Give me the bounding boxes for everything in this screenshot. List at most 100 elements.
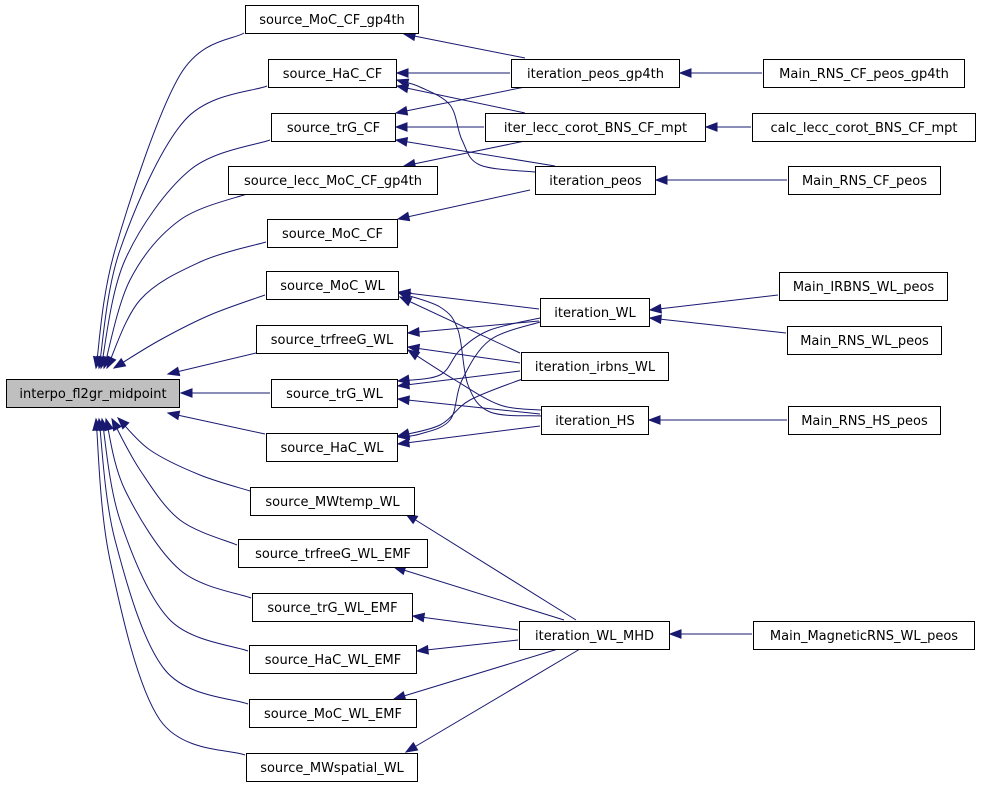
node-source_trG_CF[interactable]: source_trG_CF xyxy=(271,113,396,142)
node-box[interactable] xyxy=(752,113,976,142)
node-box[interactable] xyxy=(779,272,948,301)
edge-line xyxy=(103,192,251,369)
node-box[interactable] xyxy=(250,487,415,516)
edge-line xyxy=(167,352,257,375)
node-box[interactable] xyxy=(245,5,419,34)
node-box[interactable] xyxy=(788,166,941,195)
node-box[interactable] xyxy=(788,406,941,435)
node-source_HaC_WL_EMF[interactable]: source_HaC_WL_EMF xyxy=(249,645,417,674)
node-iter_lecc_corot_BNS_CF_mpt[interactable]: iter_lecc_corot_BNS_CF_mpt xyxy=(485,113,706,142)
node-box[interactable] xyxy=(6,379,180,408)
node-source_HaC_CF[interactable]: source_HaC_CF xyxy=(268,59,397,88)
arrowhead-icon xyxy=(648,314,662,325)
node-Main_RNS_CF_peos_gp4th[interactable]: Main_RNS_CF_peos_gp4th xyxy=(763,59,965,88)
node-calc_lecc_corot_BNS_CF_mpt[interactable]: calc_lecc_corot_BNS_CF_mpt xyxy=(752,113,976,142)
node-iteration_peos[interactable]: iteration_peos xyxy=(535,166,656,195)
edge-source_MWtemp_WL-to-interpo_fl2gr_midpoint xyxy=(117,417,251,492)
node-iteration_peos_gp4th[interactable]: iteration_peos_gp4th xyxy=(511,59,680,88)
edge-line xyxy=(98,418,249,705)
node-box[interactable] xyxy=(256,325,408,354)
node-box[interactable] xyxy=(541,406,649,435)
node-iteration_HS[interactable]: iteration_HS xyxy=(541,406,649,435)
node-box[interactable] xyxy=(271,379,398,408)
node-iteration_WL_MHD[interactable]: iteration_WL_MHD xyxy=(519,621,670,650)
node-box[interactable] xyxy=(521,352,669,381)
nodes-layer: interpo_fl2gr_midpoint source_MoC_CF_gp4t… xyxy=(6,5,976,782)
node-label: calc_lecc_corot_BNS_CF_mpt xyxy=(771,121,958,136)
node-box[interactable] xyxy=(535,166,656,195)
node-label: Main_MagneticRNS_WL_peos xyxy=(770,629,958,644)
edge-iteration_WL_MHD-to-source_MWspatial_WL xyxy=(404,648,581,753)
edge-iteration_WL_MHD-to-source_trG_WL_EMF xyxy=(411,612,519,631)
node-source_MoC_CF_gp4th[interactable]: source_MoC_CF_gp4th xyxy=(245,5,419,34)
edge-iteration_irbns_WL-to-source_trG_WL xyxy=(396,370,521,390)
arrowhead-icon xyxy=(396,437,410,448)
edge-line xyxy=(396,85,526,114)
node-source_MWspatial_WL[interactable]: source_MWspatial_WL xyxy=(246,753,418,782)
node-source_MWtemp_WL[interactable]: source_MWtemp_WL xyxy=(250,487,415,516)
edge-line xyxy=(100,139,271,369)
node-box[interactable] xyxy=(485,113,706,142)
node-interpo_fl2gr_midpoint[interactable]: interpo_fl2gr_midpoint xyxy=(6,379,180,408)
node-source_trfreeG_WL_EMF[interactable]: source_trfreeG_WL_EMF xyxy=(238,539,428,568)
node-Main_RNS_HS_peos[interactable]: Main_RNS_HS_peos xyxy=(788,406,941,435)
node-box[interactable] xyxy=(252,593,413,622)
node-box[interactable] xyxy=(267,219,398,248)
node-source_MoC_WL[interactable]: source_MoC_WL xyxy=(266,271,399,300)
edge-line xyxy=(649,294,779,311)
node-label: source_trG_WL_EMF xyxy=(267,601,397,616)
arrowhead-icon xyxy=(704,122,718,132)
edge-source_trG_WL-to-interpo_fl2gr_midpoint xyxy=(179,388,270,398)
arrowhead-icon xyxy=(654,175,668,185)
edge-line xyxy=(106,241,267,369)
node-box[interactable] xyxy=(540,298,650,327)
edge-iter_lecc_corot_BNS_CF_mpt-to-source_trG_CF xyxy=(394,122,484,132)
edge-Main_RNS_HS_peos-to-iteration_HS xyxy=(647,415,787,425)
node-label: iteration_peos xyxy=(549,174,642,189)
edge-source_trfreeG_WL-to-interpo_fl2gr_midpoint xyxy=(166,352,257,377)
node-label: iteration_HS xyxy=(555,414,634,429)
edge-iteration_peos-to-source_MoC_CF xyxy=(396,189,531,222)
arrowhead-icon xyxy=(111,417,122,432)
node-source_HaC_WL[interactable]: source_HaC_WL xyxy=(266,433,398,462)
node-box[interactable] xyxy=(519,621,670,650)
node-source_MoC_CF[interactable]: source_MoC_CF xyxy=(267,219,398,248)
node-label: source_HaC_CF xyxy=(283,67,383,82)
node-box[interactable] xyxy=(249,699,417,728)
node-box[interactable] xyxy=(238,539,428,568)
node-Main_IRBNS_WL_peos[interactable]: Main_IRBNS_WL_peos xyxy=(779,272,948,301)
node-box[interactable] xyxy=(511,59,680,88)
node-box[interactable] xyxy=(249,645,417,674)
arrowhead-icon xyxy=(117,417,130,430)
edge-line xyxy=(405,513,577,621)
node-label: Main_RNS_CF_peos_gp4th xyxy=(779,67,949,82)
node-box[interactable] xyxy=(266,433,398,462)
node-Main_RNS_WL_peos[interactable]: Main_RNS_WL_peos xyxy=(787,326,942,355)
node-Main_RNS_CF_peos[interactable]: Main_RNS_CF_peos xyxy=(788,166,941,195)
node-source_trfreeG_WL[interactable]: source_trfreeG_WL xyxy=(256,325,408,354)
edge-source_HaC_WL-to-interpo_fl2gr_midpoint xyxy=(166,410,266,435)
node-box[interactable] xyxy=(271,113,396,142)
node-source_lecc_MoC_CF_gp4th[interactable]: source_lecc_MoC_CF_gp4th xyxy=(228,166,438,195)
node-box[interactable] xyxy=(763,59,965,88)
node-Main_MagneticRNS_WL_peos[interactable]: Main_MagneticRNS_WL_peos xyxy=(753,621,975,650)
node-iteration_WL[interactable]: iteration_WL xyxy=(540,298,650,327)
node-box[interactable] xyxy=(246,753,418,782)
edge-line xyxy=(398,292,542,417)
node-source_MoC_WL_EMF[interactable]: source_MoC_WL_EMF xyxy=(249,699,417,728)
node-box[interactable] xyxy=(268,59,397,88)
node-source_trG_WL[interactable]: source_trG_WL xyxy=(271,379,398,408)
edge-iteration_peos_gp4th-to-source_HaC_CF xyxy=(395,68,510,78)
edge-line xyxy=(396,79,536,173)
node-source_trG_WL_EMF[interactable]: source_trG_WL_EMF xyxy=(252,593,413,622)
arrowhead-icon xyxy=(678,68,692,78)
edge-source_MoC_CF-to-interpo_fl2gr_midpoint xyxy=(106,241,267,370)
node-box[interactable] xyxy=(787,326,942,355)
arrowhead-icon xyxy=(396,395,410,406)
edges-layer xyxy=(92,31,787,756)
node-box[interactable] xyxy=(753,621,975,650)
node-box[interactable] xyxy=(228,166,438,195)
node-label: source_MoC_WL_EMF xyxy=(264,707,402,722)
node-iteration_irbns_WL[interactable]: iteration_irbns_WL xyxy=(521,352,669,381)
node-box[interactable] xyxy=(266,271,399,300)
